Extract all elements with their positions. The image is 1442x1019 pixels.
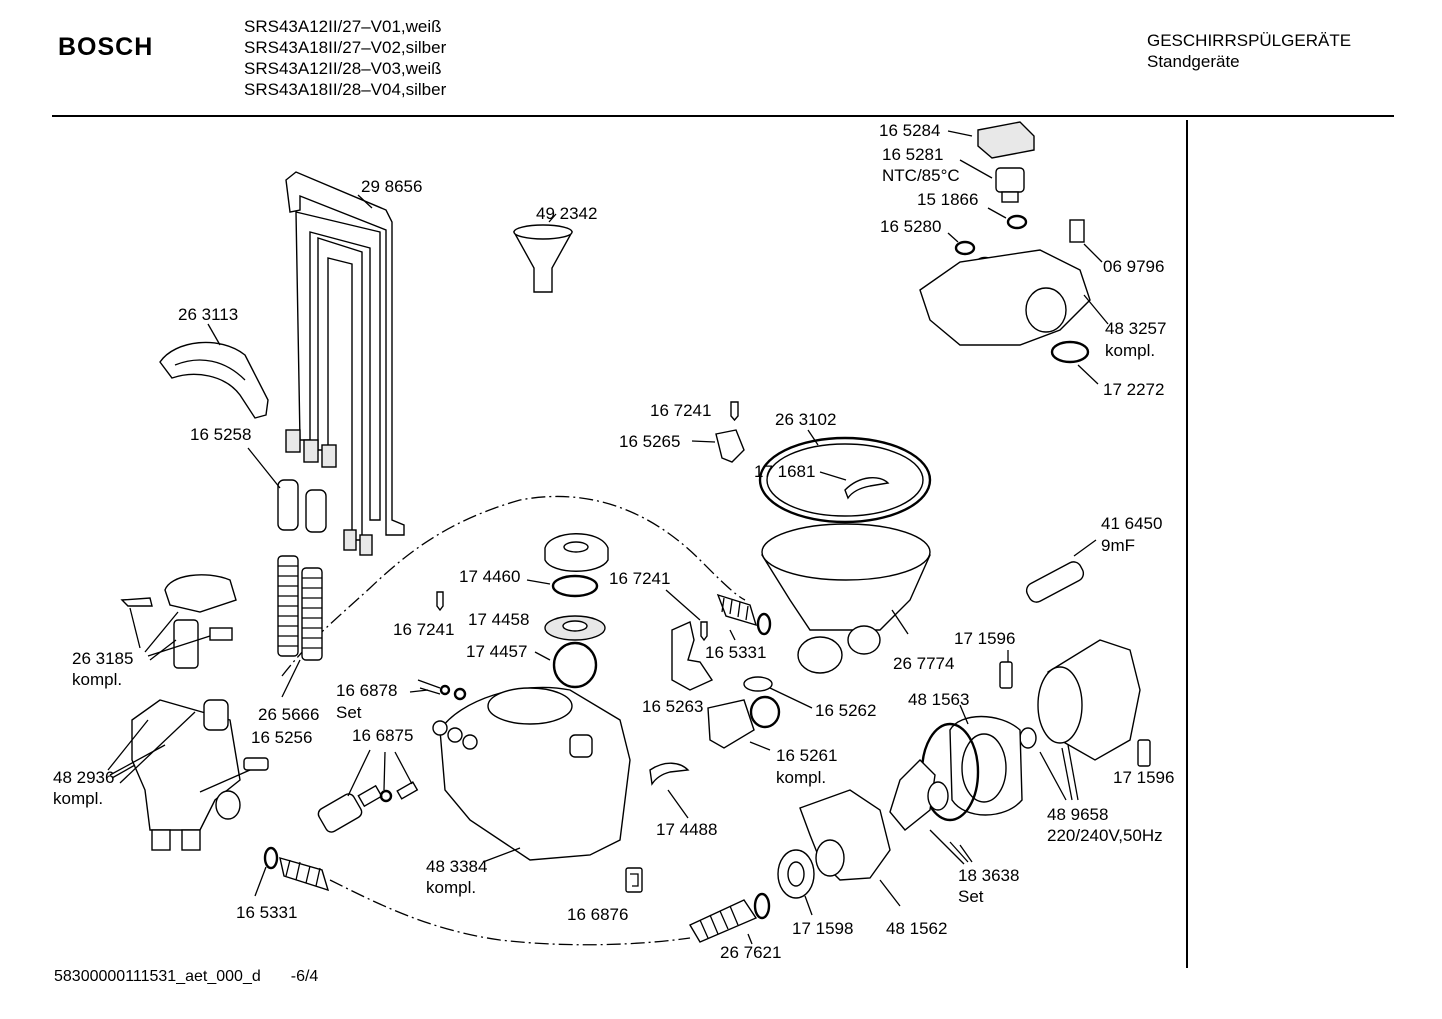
model-line: SRS43A12II/28–V03,weiß: [244, 59, 442, 78]
part-number-label: 17 4458: [468, 610, 529, 629]
part-number-label: 48 9658: [1047, 805, 1108, 824]
hose-route-line: [281, 495, 746, 677]
part-note-label: NTC/85°C: [882, 166, 960, 185]
part-note-label: kompl.: [776, 768, 826, 787]
part-note-label: kompl.: [72, 670, 122, 689]
footer: 58300000111531_aet_000_d -6/4: [54, 968, 318, 986]
document-id: 58300000111531_aet_000_d: [54, 968, 261, 985]
category-title: GESCHIRRSPÜLGERÄTE: [1147, 31, 1352, 50]
part-number-label: 48 3384: [426, 857, 487, 876]
small-parts-set: [409, 679, 467, 701]
model-line: SRS43A12II/27–V01,weiß: [244, 17, 442, 36]
part-number-label: 16 5256: [251, 728, 312, 747]
tube-assembly-part: [285, 171, 405, 556]
part-number-label: 16 6876: [567, 905, 628, 924]
part-number-label: 48 3257: [1105, 319, 1166, 338]
page-number: -6/4: [290, 968, 319, 985]
inlet-valve-part: [317, 749, 419, 833]
part-number-label: 17 1598: [792, 919, 853, 938]
part-number-label: 16 5331: [705, 643, 766, 662]
part-number-label: 16 5281: [882, 145, 943, 164]
valve-block-part: [107, 699, 269, 851]
screw-part: [436, 401, 739, 642]
model-list: SRS43A12II/27–V01,weiß SRS43A18II/27–V02…: [244, 16, 446, 100]
part-note-label: Set: [958, 887, 984, 906]
part-number-label: 16 5284: [879, 121, 940, 140]
part-number-label: 16 7241: [650, 401, 711, 420]
part-number-label: 16 6875: [352, 726, 413, 745]
part-number-label: 26 5666: [258, 705, 319, 724]
part-number-label: 16 5261: [776, 746, 837, 765]
drain-bellows-part: [254, 846, 330, 897]
part-number-label: 16 5262: [815, 701, 876, 720]
sensor-assembly-part: [919, 121, 1109, 385]
retaining-clip-part: [999, 650, 1151, 767]
part-number-label: 16 5331: [236, 903, 297, 922]
part-number-label: 16 5263: [642, 697, 703, 716]
part-number-label: 17 1596: [954, 629, 1015, 648]
pump-assembly-part: [777, 704, 1023, 916]
brand-logo: BOSCH: [58, 33, 154, 61]
spring-part: [277, 555, 323, 698]
middle-valve-cluster: [671, 593, 813, 751]
part-number-label: 26 3113: [178, 305, 238, 324]
float-switch-part: [120, 574, 237, 669]
part-number-label: 16 5258: [190, 425, 251, 444]
hose-clip-part: [649, 762, 690, 819]
part-number-label: 48 2936: [53, 768, 114, 787]
part-number-label: 16 7241: [609, 569, 670, 588]
nut-part: [526, 533, 609, 598]
drain-hose-part: [689, 892, 771, 945]
drain-route-line: [329, 879, 691, 946]
model-line: SRS43A18II/28–V04,silber: [244, 80, 447, 99]
part-number-label: 18 3638: [958, 866, 1019, 885]
part-number-label: 17 4488: [656, 820, 717, 839]
part-number-label: 16 5280: [880, 217, 941, 236]
seal-part: [534, 615, 606, 689]
part-number-label: 26 3185: [72, 649, 133, 668]
part-number-label: 41 6450: [1101, 514, 1162, 533]
sleeve-part: [247, 447, 327, 533]
sump-housing-part: [691, 429, 932, 674]
category-subtitle: Standgeräte: [1147, 52, 1240, 71]
part-note-label: 220/240V,50Hz: [1047, 826, 1163, 845]
motor-part: [1019, 639, 1141, 801]
part-number-label: 17 4457: [466, 642, 527, 661]
part-number-label: 26 7774: [893, 654, 954, 673]
part-number-label: 16 7241: [393, 620, 454, 639]
callout-labels: 29 8656 49 2342 26 3113 16 5258 26 3185 …: [53, 121, 1174, 962]
part-number-label: 15 1866: [917, 190, 978, 209]
part-number-label: 48 1562: [886, 919, 947, 938]
model-line: SRS43A18II/27–V02,silber: [244, 38, 447, 57]
part-number-label: 48 1563: [908, 690, 969, 709]
sump-unit-part: [432, 686, 631, 863]
part-note-label: kompl.: [426, 878, 476, 897]
part-note-label: 9mF: [1101, 536, 1135, 555]
part-number-label: 17 2272: [1103, 380, 1164, 399]
part-number-label: 16 5265: [619, 432, 680, 451]
part-number-label: 16 6878: [336, 681, 397, 700]
part-note-label: kompl.: [1105, 341, 1155, 360]
capacitor-part: [1025, 539, 1097, 603]
part-number-label: 17 1596: [1113, 768, 1174, 787]
clip-part: [625, 867, 643, 893]
part-number-label: 26 7621: [720, 943, 781, 962]
cover-part: [159, 323, 269, 419]
funnel-part: [512, 213, 574, 293]
part-note-label: Set: [336, 703, 362, 722]
part-number-label: 26 3102: [775, 410, 836, 429]
part-number-label: 49 2342: [536, 204, 597, 223]
part-number-label: 17 1681: [754, 462, 815, 481]
category-block: GESCHIRRSPÜLGERÄTE Standgeräte: [1147, 30, 1351, 72]
part-number-label: 06 9796: [1103, 257, 1164, 276]
part-note-label: kompl.: [53, 789, 103, 808]
part-number-label: 17 4460: [459, 567, 520, 586]
part-number-label: 29 8656: [361, 177, 422, 196]
